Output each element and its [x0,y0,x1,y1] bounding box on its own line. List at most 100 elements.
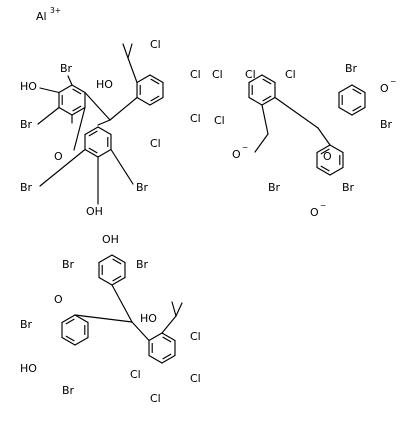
bond-line [150,78,160,85]
bond-lines [37,43,366,364]
atom-cl: Cl [214,114,225,127]
atom-o-bridge: O [54,293,63,306]
bond-line [274,96,319,129]
bond-line [248,96,263,106]
bond-line [72,105,82,112]
bond-line [65,335,75,342]
bond-line [71,84,86,94]
atom-cl: Cl [190,68,201,81]
atom-cl: Cl [150,38,161,51]
negative-charge: − [320,201,326,210]
bond-line [162,336,172,343]
atom-oh: OH [86,205,103,218]
atom-ho: HO [20,362,37,375]
bond-line [72,88,82,95]
bond-line [111,254,126,264]
atom-br: Br [20,318,33,331]
atom-ho-acid: HO [140,312,157,325]
atom-br: Br [62,384,75,397]
atom-br: Br [380,118,393,131]
bond-line [320,165,330,172]
bond-line [111,284,133,323]
bond-line [352,105,362,112]
bond-line [261,104,269,135]
atom-o-bridge: O [54,150,63,163]
bond-line [352,88,362,95]
atom-o-phenolate: O [310,206,319,219]
bond-line [131,321,150,342]
bond-line [109,96,138,121]
bond-line [98,276,113,286]
al-symbol: Al [36,10,47,23]
bond-line [171,301,177,317]
bond-line [88,147,98,154]
bond-line [136,96,151,106]
atom-br: Br [20,118,33,131]
bond-line [161,315,177,334]
bond-line [84,148,99,158]
bond-line [351,106,366,116]
bond-line [73,106,86,151]
bond-line [317,127,331,146]
atom-cl: Cl [150,392,161,405]
bond-line [127,57,138,84]
bond-line [74,314,133,323]
bond-line [148,332,163,342]
bond-line [148,354,163,364]
bond-line [248,74,263,84]
atom-cl: Cl [190,112,201,125]
bond-line [97,119,111,126]
atom-br: Br [62,258,75,271]
atom-oh: OH [102,233,119,246]
atom-br: Br [136,181,149,194]
bond-line [97,148,112,158]
bond-line [261,96,276,106]
bond-line [58,84,73,94]
atom-o-phenolate: O [380,82,389,95]
atom-cl: Cl [212,68,223,81]
atom-br: Br [268,181,281,194]
bond-line [67,75,73,86]
atom-cl: Cl [245,68,256,81]
bond-line [329,144,344,154]
atom-br: Br [345,62,358,75]
atom-ho: HO [20,80,37,93]
bond-line [58,106,73,116]
bond-line [74,314,89,324]
bond-line [88,130,98,137]
bond-line [162,353,172,360]
bond-line [136,74,151,84]
bond-line [110,148,134,185]
bond-line [161,354,176,364]
bond-line [320,148,330,155]
bond-line [316,144,331,154]
al-charge: 3+ [50,6,61,15]
bond-line [39,148,86,187]
atom-cl: Cl [285,68,296,81]
bond-line [149,96,164,106]
atom-cl: Cl [190,372,201,385]
bond-line [74,336,89,346]
bond-line [112,275,122,282]
atom-cl: Cl [150,137,161,150]
bond-line [61,336,76,346]
bond-line [97,126,112,136]
bond-line [84,91,111,121]
atom-br: Br [20,181,33,194]
bond-line [112,258,122,265]
negative-charge: − [390,77,396,86]
bond-line [111,276,126,286]
bond-line [262,78,272,85]
bond-line [316,166,331,176]
bond-line [39,87,60,94]
atom-cl: Cl [190,330,201,343]
bond-line [338,84,353,94]
bond-line [65,318,75,325]
bond-line [261,74,276,84]
bond-line [37,106,60,125]
bond-line [127,43,133,59]
atom-br: Br [342,181,355,194]
bond-line [61,314,76,324]
